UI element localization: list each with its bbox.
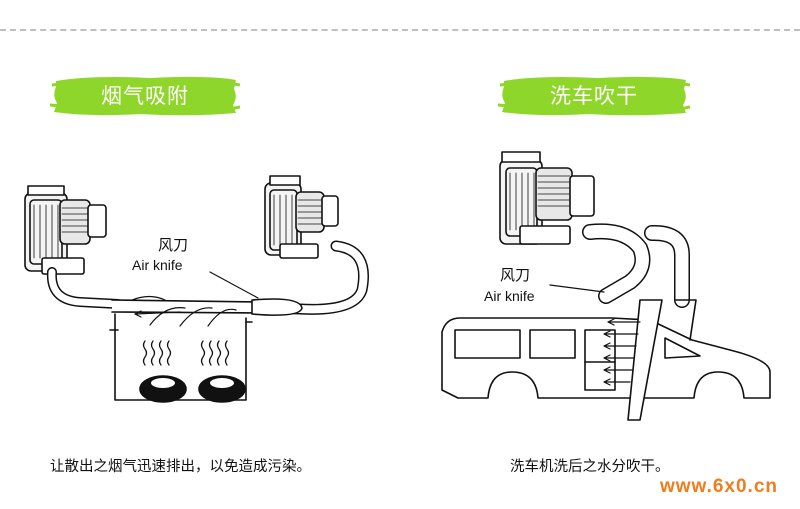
banner-title: 洗车吹干 <box>550 84 638 108</box>
brush-stroke-background <box>50 76 240 116</box>
right-label-air-knife-cn: 风刀 <box>500 266 530 284</box>
top-dashed-divider <box>0 29 800 31</box>
left-blower-unit-1 <box>24 185 107 275</box>
site-watermark: www.6x0.cn <box>659 476 778 497</box>
brush-stroke-background <box>498 76 690 116</box>
banner-car-wash-drying: 洗车吹干 <box>498 73 690 117</box>
left-caption: 让散出之烟气迅速排出，以免造成污染。 <box>50 459 311 475</box>
left-label-air-knife-en: Air knife <box>132 257 183 273</box>
left-blower-unit-2 <box>264 175 339 259</box>
right-label-air-knife-en: Air knife <box>484 288 535 304</box>
banner-smoke-absorption: 烟气吸附 <box>50 73 240 117</box>
right-blower-unit <box>499 151 595 245</box>
right-caption: 洗车机洗后之水分吹干。 <box>510 459 670 475</box>
left-label-air-knife-cn: 风刀 <box>158 236 188 254</box>
banner-title: 烟气吸附 <box>101 84 189 108</box>
